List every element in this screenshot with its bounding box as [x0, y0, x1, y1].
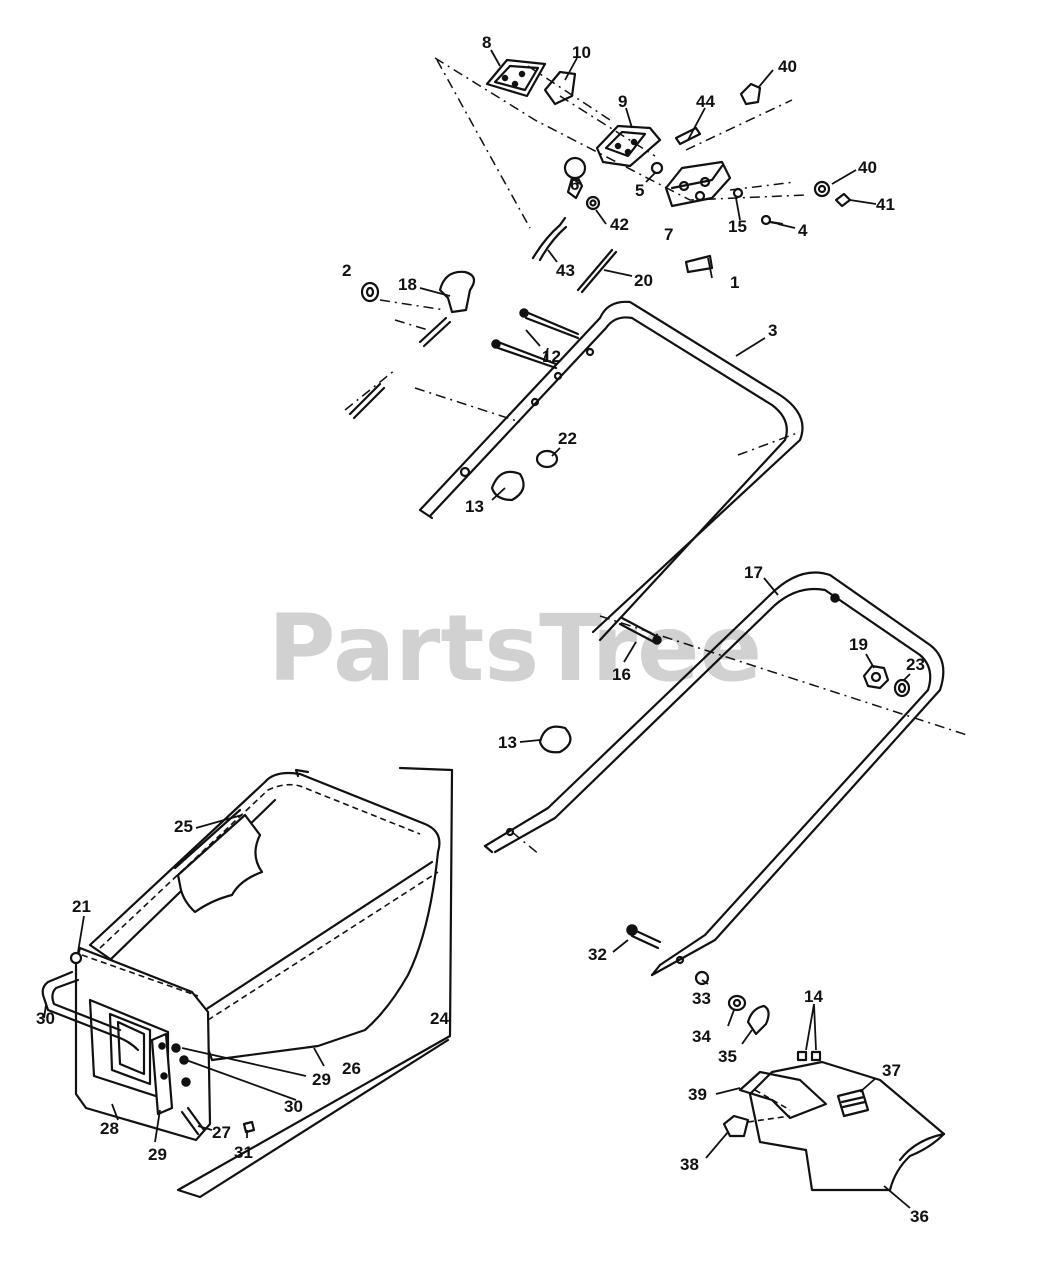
- part-18-knob: [438, 270, 476, 314]
- part-12-bolt-a: [524, 310, 580, 340]
- callout-8: 8: [482, 33, 491, 52]
- watermark-text: PartsTree: [268, 595, 762, 702]
- callout-24: 24: [430, 1009, 449, 1028]
- part-19-nut: [862, 664, 890, 690]
- part-25-panel: [176, 813, 264, 914]
- callout-32: 32: [588, 945, 607, 964]
- callout-29-right: 29: [312, 1070, 331, 1089]
- callout-31: 31: [234, 1143, 253, 1162]
- callout-42: 42: [610, 215, 629, 234]
- callout-19: 19: [849, 635, 868, 654]
- part-38-bracket: [722, 1114, 750, 1138]
- part-43-cable: [531, 216, 567, 260]
- part-16-bolt: [618, 616, 658, 644]
- part-spring-a: [418, 316, 452, 348]
- part-36-chute: [748, 1060, 946, 1192]
- callout-5: 5: [635, 181, 644, 200]
- callout-6: 6: [570, 175, 579, 194]
- callout-14: 14: [804, 987, 823, 1006]
- part-42-nut: [585, 195, 601, 211]
- callout-18: 18: [398, 275, 417, 294]
- upper-handle: [414, 300, 804, 642]
- part-20-rod: [576, 248, 618, 294]
- callout-30-left: 30: [36, 1009, 55, 1028]
- part-21-screw: [69, 951, 83, 965]
- callout-13-upper: 13: [465, 497, 484, 516]
- callout-26: 26: [342, 1059, 361, 1078]
- callout-25: 25: [174, 817, 193, 836]
- callout-28: 28: [100, 1119, 119, 1138]
- part-44-label: [674, 126, 702, 146]
- part-37-decal: [836, 1088, 870, 1118]
- part-15-screw: [732, 187, 744, 199]
- callout-labels: 8 10 9 40 44 40 41 6 5 42 7 15 4 43 20 1…: [36, 33, 929, 1226]
- callout-33: 33: [692, 989, 711, 1008]
- part-14-screw-a: [796, 1050, 808, 1062]
- part-35-knob: [746, 1004, 770, 1036]
- callout-1: 1: [730, 273, 739, 292]
- callout-37: 37: [882, 1061, 901, 1080]
- callout-15: 15: [728, 217, 747, 236]
- callout-38: 38: [680, 1155, 699, 1174]
- grass-catcher: [41, 766, 454, 1199]
- part-32-bolt: [630, 928, 662, 950]
- control-assembly: [434, 57, 852, 294]
- callout-39: 39: [688, 1085, 707, 1104]
- bolt-assembly: [626, 924, 770, 1036]
- callout-29-bottom: 29: [148, 1145, 167, 1164]
- part-40-nut-top: [739, 82, 762, 106]
- part-6-knob: [563, 156, 587, 200]
- callout-3: 3: [768, 321, 777, 340]
- part-34-washer: [727, 994, 747, 1012]
- callout-13-lower: 13: [498, 733, 517, 752]
- knob-assembly: [344, 270, 476, 420]
- part-1-decal: [684, 254, 714, 274]
- part-41-screw: [834, 192, 852, 208]
- callout-9: 9: [618, 92, 627, 111]
- callout-36: 36: [910, 1207, 929, 1226]
- callout-27: 27: [212, 1123, 231, 1142]
- part-2-eyebolt: [360, 281, 380, 303]
- part-31-screw: [242, 1120, 256, 1134]
- callout-35: 35: [718, 1047, 737, 1066]
- callout-2: 2: [342, 261, 351, 280]
- callout-30-right: 30: [284, 1097, 303, 1116]
- part-40-nut-right: [813, 180, 831, 198]
- callout-40-top: 40: [778, 57, 797, 76]
- part-30-handle: [41, 970, 140, 1052]
- callout-17: 17: [744, 563, 763, 582]
- part-7-housing: [664, 160, 732, 208]
- callout-34: 34: [692, 1027, 711, 1046]
- part-13-clip-lower: [538, 725, 572, 754]
- lower-handle: [483, 571, 971, 977]
- callout-21: 21: [72, 897, 91, 916]
- discharge-chute: [722, 1050, 946, 1192]
- callout-40-right: 40: [858, 158, 877, 177]
- leader-lines: [43, 49, 911, 1209]
- part-39-clip: [738, 1070, 828, 1120]
- callout-23: 23: [906, 655, 925, 674]
- callout-22: 22: [558, 429, 577, 448]
- callout-12: 12: [542, 347, 561, 366]
- part-13-clip-upper: [490, 470, 525, 502]
- part-3-handle: [418, 300, 804, 634]
- part-8-bracket: [485, 58, 547, 98]
- part-4-screw: [760, 214, 772, 226]
- part-14-screw-b: [810, 1050, 822, 1062]
- callout-16: 16: [612, 665, 631, 684]
- callout-20: 20: [634, 271, 653, 290]
- part-5-screw: [650, 161, 664, 175]
- callout-44: 44: [696, 92, 715, 111]
- part-23-washer: [893, 678, 911, 698]
- part-10-block: [543, 70, 577, 106]
- part-spring-b: [348, 382, 386, 420]
- part-17-handle: [483, 571, 945, 977]
- callout-43: 43: [556, 261, 575, 280]
- callout-4: 4: [798, 221, 808, 240]
- callout-7: 7: [664, 225, 673, 244]
- callout-10: 10: [572, 43, 591, 62]
- callout-41: 41: [876, 195, 895, 214]
